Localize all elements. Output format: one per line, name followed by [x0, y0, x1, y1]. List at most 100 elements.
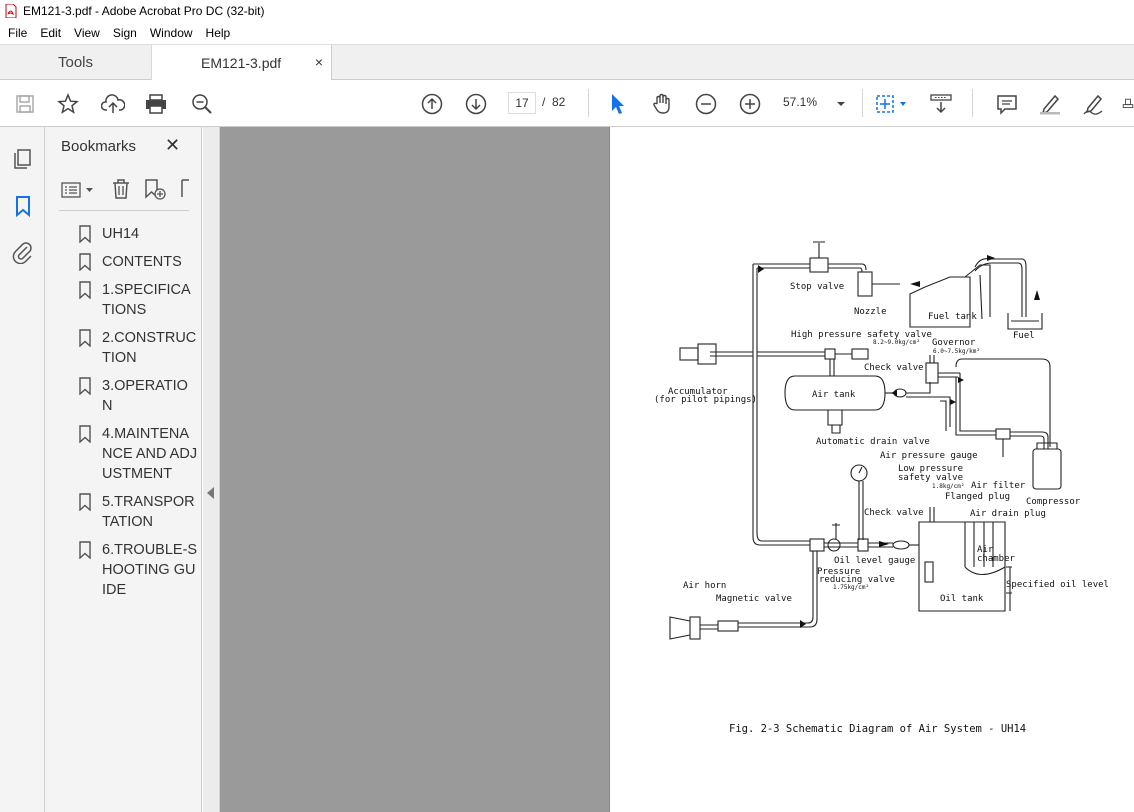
- save-icon: [16, 94, 34, 113]
- scroll-down-icon: [930, 93, 952, 113]
- print-button[interactable]: [143, 80, 169, 127]
- diagram-label: 1.8kg/cm²: [932, 483, 965, 490]
- diagram-label: 1.75kg/cm²: [833, 584, 869, 591]
- bookmarks-panel-icon[interactable]: [11, 194, 35, 218]
- diagram-label: Air horn: [683, 581, 726, 591]
- page-number-input[interactable]: 17: [508, 92, 536, 114]
- bookmark-icon: [79, 281, 91, 299]
- hand-icon: [653, 93, 670, 114]
- menu-edit[interactable]: Edit: [40, 26, 62, 40]
- hand-tool-button[interactable]: [649, 80, 675, 127]
- more-tools-button[interactable]: [1122, 80, 1134, 127]
- next-page-button[interactable]: [463, 80, 489, 127]
- panel-splitter[interactable]: [203, 127, 220, 812]
- diagram-label: safety valve: [898, 473, 963, 483]
- diagram-label: Compressor: [1026, 497, 1081, 507]
- page-thumbnails-icon[interactable]: [11, 147, 35, 171]
- tab-close-icon[interactable]: ×: [314, 54, 323, 70]
- fit-page-icon: [876, 94, 906, 113]
- close-panel-icon[interactable]: ✕: [165, 135, 181, 155]
- bookmark-star-button[interactable]: [55, 80, 81, 127]
- previous-page-button[interactable]: [419, 80, 445, 127]
- bookmark-more-icon[interactable]: [179, 178, 189, 200]
- fit-page-button[interactable]: [872, 80, 910, 127]
- zoom-out-button[interactable]: [693, 80, 719, 127]
- diagram-label: Air drain plug: [970, 509, 1046, 519]
- bookmark-item-specifications[interactable]: 1.SPECIFICATIONS: [78, 280, 202, 320]
- diagram-label: Specified oil level: [1006, 580, 1109, 590]
- tab-tools[interactable]: Tools: [0, 45, 152, 80]
- panel-divider: [59, 210, 189, 211]
- zoom-dropdown-arrow[interactable]: [834, 80, 848, 127]
- bookmark-label: CONTENTS: [102, 254, 182, 270]
- toolbar-divider: [972, 89, 973, 117]
- air-system-diagram: Stop valve Nozzle Fuel tank Fuel High pr…: [654, 241, 1109, 735]
- star-icon: [57, 92, 79, 114]
- menu-help[interactable]: Help: [205, 26, 231, 40]
- bookmark-item-transportation[interactable]: 5.TRANSPORTATION: [78, 492, 202, 532]
- find-zoom-button[interactable]: [189, 80, 215, 127]
- diagram-label: Automatic drain valve: [816, 437, 930, 447]
- diagram-label: Fuel tank: [928, 312, 977, 322]
- diagram-label: (for pilot pipings): [654, 395, 757, 405]
- diagram-label: Governor: [932, 338, 976, 348]
- diagram-label: High pressure safety valve: [791, 330, 932, 340]
- draw-button[interactable]: [1081, 80, 1107, 127]
- bookmark-label: 5.TRANSPORTATION: [102, 494, 195, 530]
- bookmark-icon: [79, 425, 91, 443]
- diagram-label: Air: [977, 545, 994, 555]
- chevron-down-icon: [837, 101, 845, 106]
- bookmark-item-troubleshooting[interactable]: 6.TROUBLE-SHOOTING GUIDE: [78, 540, 202, 600]
- comment-button[interactable]: [994, 80, 1020, 127]
- bookmarks-toolbar: [59, 177, 189, 203]
- attachments-paperclip-icon[interactable]: [11, 240, 35, 264]
- bookmark-item-maintenance[interactable]: 4.MAINTENANCE AND ADJUSTMENT: [78, 424, 202, 484]
- zoom-search-icon: [192, 93, 212, 114]
- select-tool-button[interactable]: [606, 80, 630, 127]
- diagram-label: Nozzle: [854, 307, 887, 317]
- pdf-page: Stop valve Nozzle Fuel tank Fuel High pr…: [609, 127, 1134, 812]
- upload-button[interactable]: [99, 80, 127, 127]
- delete-bookmark-icon[interactable]: [111, 178, 131, 200]
- acrobat-pdf-icon: [5, 4, 17, 18]
- bookmark-icon: [79, 225, 91, 243]
- menu-bar: File Edit View Sign Window Help: [0, 22, 1134, 44]
- bookmarks-panel: Bookmarks ✕ UH14 CONTENTS 1.SPECIFICATIO…: [45, 127, 202, 812]
- window-title: EM121-3.pdf - Adobe Acrobat Pro DC (32-b…: [23, 4, 265, 18]
- document-background: [220, 127, 609, 812]
- bookmark-icon: [79, 377, 91, 395]
- options-menu-icon[interactable]: [61, 180, 97, 200]
- bookmark-item-construction[interactable]: 2.CONSTRUCTION: [78, 328, 202, 368]
- title-bar: EM121-3.pdf - Adobe Acrobat Pro DC (32-b…: [0, 0, 1134, 22]
- highlight-button[interactable]: [1037, 80, 1063, 127]
- menu-file[interactable]: File: [8, 26, 28, 40]
- bookmark-item-uh14[interactable]: UH14: [78, 224, 202, 244]
- bookmarks-title: Bookmarks: [61, 138, 137, 155]
- tab-document[interactable]: EM121-3.pdf ×: [152, 45, 332, 81]
- scroll-mode-button[interactable]: [927, 80, 955, 127]
- arrow-down-circle-icon: [465, 93, 487, 114]
- save-button[interactable]: [12, 80, 38, 127]
- menu-view[interactable]: View: [74, 26, 100, 40]
- bookmark-icon: [79, 493, 91, 511]
- cloud-upload-icon: [101, 93, 125, 113]
- menu-window[interactable]: Window: [149, 26, 193, 40]
- bookmark-label: 6.TROUBLE-SHOOTING GUIDE: [102, 542, 198, 598]
- navigation-rail: [0, 127, 45, 812]
- diagram-label: Air tank: [812, 390, 856, 400]
- zoom-level-dropdown[interactable]: 57.1%: [783, 95, 818, 109]
- comment-icon: [997, 94, 1017, 115]
- bookmark-icon: [79, 253, 91, 271]
- zoom-in-button[interactable]: [737, 80, 763, 127]
- menu-sign[interactable]: Sign: [112, 26, 137, 40]
- highlighter-pen-icon: [1040, 94, 1060, 114]
- diagram-label: 6.0~7.5kg/km²: [933, 348, 980, 355]
- new-bookmark-icon[interactable]: [143, 178, 167, 200]
- bookmark-item-contents[interactable]: CONTENTS: [78, 252, 202, 272]
- bookmark-item-operation[interactable]: 3.OPERATION: [78, 376, 202, 416]
- diagram-label: Oil tank: [940, 594, 984, 604]
- collapse-panel-icon[interactable]: [207, 487, 214, 499]
- diagram-label: Low pressure: [898, 464, 963, 474]
- cursor-arrow-icon: [612, 93, 624, 114]
- diagram-label: Flanged plug: [945, 492, 1010, 502]
